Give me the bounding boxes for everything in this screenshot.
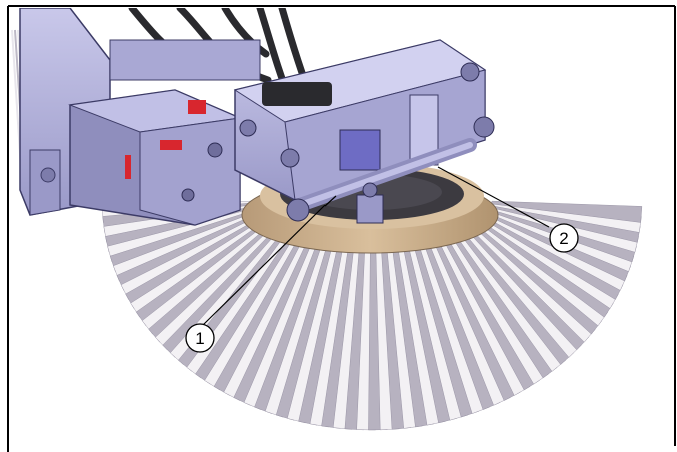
callout-2-label: 2 (559, 229, 568, 248)
bristle (491, 200, 643, 223)
brush-housing (233, 39, 495, 201)
callout-leaders (202, 166, 550, 326)
figure-frame (7, 5, 676, 452)
swivel-arm (68, 89, 242, 226)
callout-1-label: 1 (195, 329, 204, 348)
callout-2: 2 (549, 223, 579, 253)
callout-1: 1 (185, 323, 215, 353)
mounting-frame (19, 8, 261, 216)
adjustment-rod (286, 138, 477, 224)
